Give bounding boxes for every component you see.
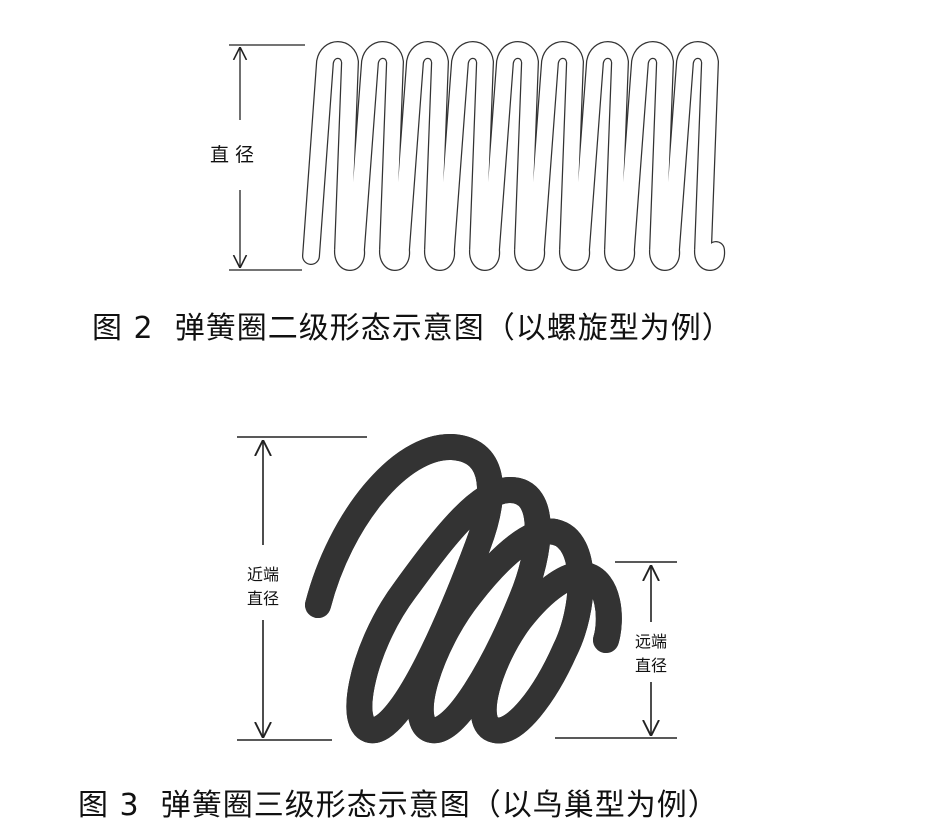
far-label-line1: 远端: [634, 632, 667, 651]
fig3-far-diameter-label: 远端 直径: [631, 630, 671, 678]
fig3-dimension-lines: [237, 436, 677, 741]
fig2-diameter-label: 直径: [210, 144, 261, 166]
near-label-line1: 近端: [246, 565, 279, 584]
far-label-line2: 直径: [634, 656, 667, 675]
fig3-near-diameter-label: 近端 直径: [243, 563, 283, 611]
fig3-caption: 图 3 弹簧圈三级形态示意图（以鸟巢型为例）: [78, 788, 719, 823]
fig2-caption: 图 2 弹簧圈二级形态示意图（以螺旋型为例）: [92, 311, 733, 346]
near-label-line2: 直径: [246, 589, 279, 608]
fig2-dimension-lines: [229, 44, 305, 271]
coil-wire: [303, 42, 724, 270]
helical-coil: [302, 41, 726, 271]
nest-coil: [305, 447, 609, 730]
